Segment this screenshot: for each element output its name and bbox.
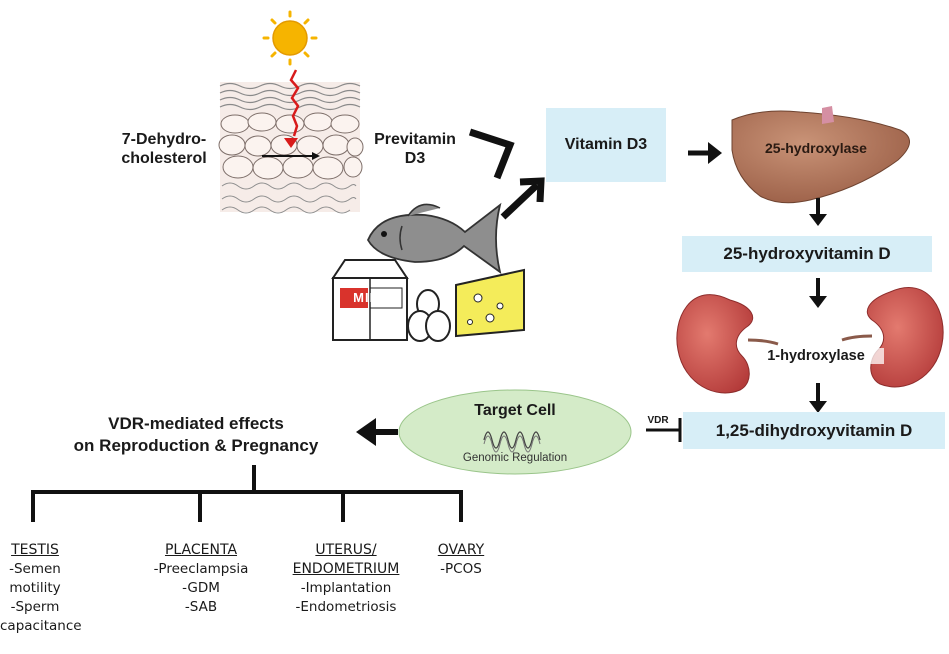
arrow-diet-to-vitd3 — [500, 182, 540, 220]
previtamin-label: Previtamin D3 — [362, 130, 468, 168]
effects-title-line1: VDR-mediated effects — [108, 414, 284, 433]
fish-icon — [366, 202, 502, 275]
kidney-right-icon — [841, 287, 944, 388]
milk-carton-icon — [331, 259, 409, 341]
effects-tree — [31, 465, 463, 522]
precursor-label: 7-Dehydro- cholesterol — [106, 130, 222, 168]
vitamin-d3-box: Vitamin D3 — [546, 108, 666, 182]
effect-item: -SAB — [184, 599, 218, 615]
previtamin-label-line1: Previtamin — [374, 131, 456, 148]
effects-title-line2: on Reproduction & Pregnancy — [73, 436, 319, 455]
effect-item: -GDM — [182, 580, 220, 596]
target-cell-subtitle: Genomic Regulation — [462, 452, 568, 464]
liver-enzyme-label: 25-hydroxylase — [765, 140, 867, 156]
sun-icon — [262, 10, 318, 66]
effect-heading: OVARY — [437, 542, 485, 558]
effect-item: capacitance — [0, 618, 82, 634]
effect-heading: UTERUS/ — [315, 542, 377, 558]
cheese-icon — [455, 268, 525, 338]
effect-column-ovary: OVARY -PCOS — [420, 541, 502, 579]
effect-column-uterus: UTERUS/ ENDOMETRIUM -Implantation -Endom… — [283, 541, 409, 617]
arrow-kidney-to-125d — [809, 383, 827, 413]
dna-wave-icon — [483, 431, 541, 449]
arrow-previtamin-to-vitd3 — [468, 128, 515, 180]
milk-label: MILK — [353, 290, 389, 305]
liver-icon — [731, 106, 910, 204]
eggs-icon — [407, 289, 451, 342]
effect-item: -Sperm — [10, 599, 60, 615]
target-cell-shape — [398, 389, 632, 475]
effects-title: VDR-mediated effects on Reproduction & P… — [36, 413, 356, 457]
effect-item: motility — [9, 580, 61, 596]
effect-item: -Implantation — [300, 580, 392, 596]
metabolite-25-box: 25-hydroxyvitamin D — [682, 236, 932, 272]
precursor-label-line1: 7-Dehydro- — [121, 131, 207, 148]
target-cell-title: Target Cell — [474, 402, 556, 419]
precursor-label-line2: cholesterol — [121, 150, 207, 167]
skin-illustration — [218, 82, 364, 214]
effect-item: -PCOS — [440, 561, 482, 577]
arrow-25d-to-kidney — [809, 278, 827, 308]
kidney-enzyme-label: 1-hydroxylase — [748, 348, 884, 364]
arrow-liver-to-25d — [809, 198, 827, 226]
effect-heading: TESTIS — [11, 542, 59, 558]
effect-column-testis: TESTIS -Semen motility -Sperm capacitanc… — [0, 541, 82, 636]
vdr-label: VDR — [647, 415, 669, 426]
previtamin-label-line2: D3 — [404, 150, 426, 167]
kidney-left-icon — [676, 294, 779, 394]
uv-ray-arrow — [289, 69, 300, 137]
effect-heading: PLACENTA — [164, 542, 238, 558]
effect-column-placenta: PLACENTA -Preeclampsia -GDM -SAB — [140, 541, 262, 617]
effect-item: -Preeclampsia — [153, 561, 249, 577]
effect-item: -Endometriosis — [295, 599, 397, 615]
effect-heading-line2: ENDOMETRIUM — [292, 561, 400, 577]
metabolite-125-box: 1,25-dihydroxyvitamin D — [683, 412, 945, 449]
effect-item: -Semen — [9, 561, 61, 577]
